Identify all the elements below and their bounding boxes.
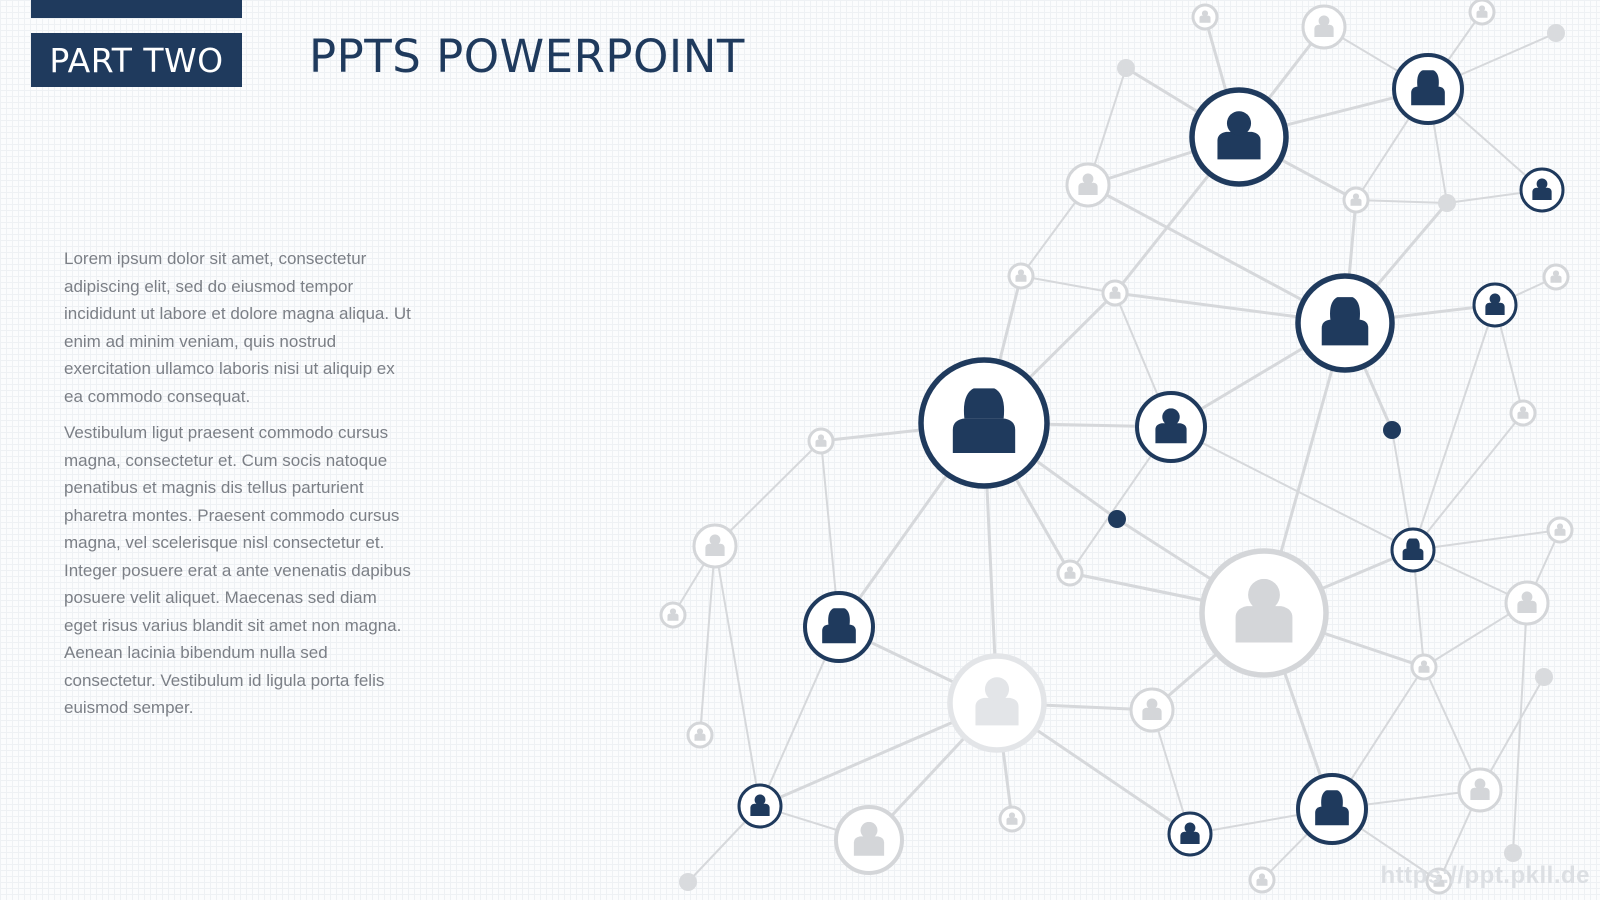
network-dot [1547,24,1565,42]
network-dot [1383,421,1401,439]
network-node [1504,580,1550,626]
network-node [1468,0,1496,26]
network-node [1007,262,1035,290]
network-link [1412,412,1524,551]
network-node [1295,273,1395,373]
network-link [1355,199,1448,204]
network-node [1191,3,1219,31]
body-paragraph-2: Vestibulum ligut praesent commodo cursus… [64,423,411,717]
network-node [1392,53,1464,125]
network-node [834,805,904,875]
top-accent-bar [31,0,242,18]
network-node [1135,391,1207,463]
network-node [1056,559,1084,587]
network-link [714,440,822,547]
network-link [1412,304,1496,551]
network-link [1423,666,1481,791]
slide-title: PPTS POWERPOINT [309,30,745,83]
network-node [1101,279,1129,307]
network-node [1472,282,1518,328]
network-dot [1535,668,1553,686]
network-node [1129,687,1175,733]
watermark-text: https://ppt.pkll.de [1380,862,1590,889]
network-node [1296,773,1368,845]
network-node [807,427,835,455]
network-node [1167,811,1213,857]
network-node [1546,516,1574,544]
network-link [1170,426,1414,551]
network-node [1199,548,1329,678]
network-link [1512,602,1528,854]
network-dot [1438,194,1456,212]
network-dot [1108,510,1126,528]
network-dot [1504,844,1522,862]
network-link [699,545,716,736]
part-label: PART TWO [31,33,242,87]
network-link [714,545,761,807]
network-node [1425,867,1453,895]
network-node [1301,4,1347,50]
network-node [1248,866,1276,894]
network-dot [679,873,697,891]
network-node [918,357,1050,489]
network-node [1189,87,1289,187]
network-node [1390,527,1436,573]
network-node [659,601,687,629]
network-node [686,721,714,749]
network-node [803,591,875,663]
network-node [947,653,1047,753]
network-node [1457,767,1503,813]
network-link [1020,275,1116,294]
network-node [692,523,738,569]
network-link [1412,529,1561,551]
network-node [1410,653,1438,681]
network-node [1065,162,1111,208]
network-node [1519,167,1565,213]
network-dot [1117,59,1135,77]
network-node [1509,399,1537,427]
network-node [737,783,783,829]
network-node [998,805,1026,833]
network-node [1542,263,1570,291]
body-paragraph-1: Lorem ipsum dolor sit amet, consectetur … [64,249,411,406]
network-node [1342,186,1370,214]
